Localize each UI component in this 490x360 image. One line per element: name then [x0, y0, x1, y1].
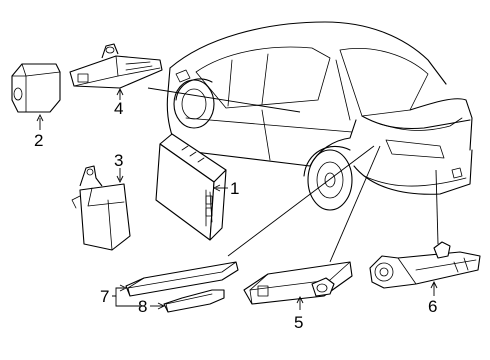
part-7-flat-antenna [125, 261, 239, 297]
callout-4: 4 [114, 99, 123, 118]
part-8-flat-sensor [163, 289, 225, 313]
vehicle-outline [166, 21, 473, 211]
part-3-sensor-bracket [71, 165, 131, 251]
callout-2: 2 [34, 131, 43, 150]
callout-3: 3 [114, 151, 123, 170]
callout-1: 1 [230, 179, 239, 198]
part-5-sensor-module [243, 261, 353, 305]
callouts: 2 4 3 1 7 8 5 6 [34, 99, 437, 332]
part-4-receiver-unit [69, 43, 163, 89]
part-6-sensor-assembly [369, 241, 481, 289]
callout-8: 8 [138, 297, 147, 316]
callout-7: 7 [100, 287, 109, 306]
callout-5: 5 [294, 313, 303, 332]
leader-lines [36, 87, 439, 310]
callout-6: 6 [428, 297, 437, 316]
part-2-camera-module [11, 63, 61, 113]
